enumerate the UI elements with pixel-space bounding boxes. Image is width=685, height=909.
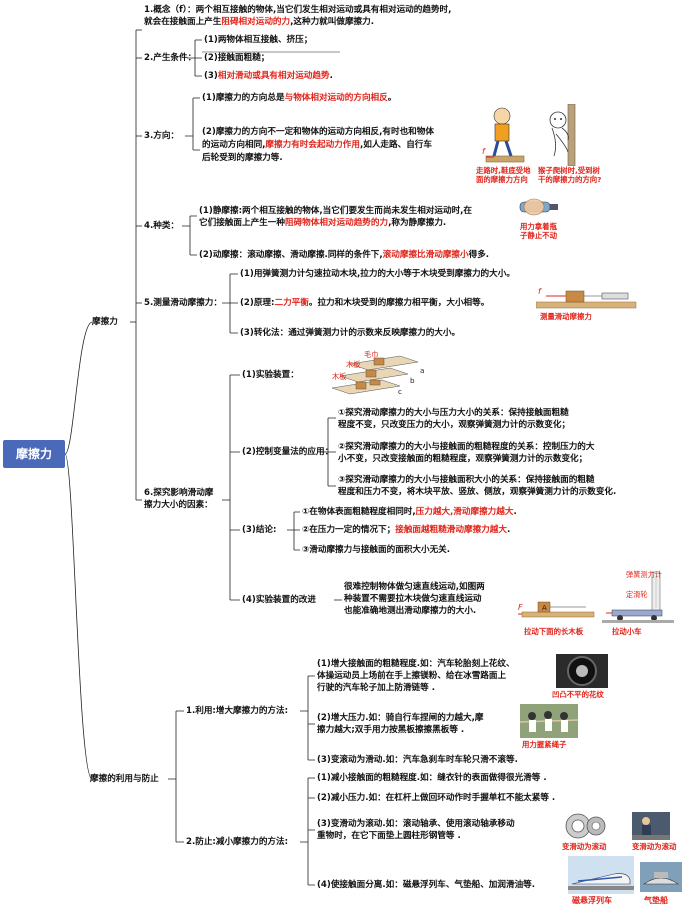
control-item-2-line1: ②探究滑动摩擦力的大小与接触面的粗糙程度的关系：控制压力的大 — [338, 442, 595, 452]
use-item-1-line1: (1)增大接触面的粗糙程度.如：汽车轮胎刻上花纹、 — [317, 659, 515, 669]
condition-item-1: (1)两物体相互接触、挤压； — [204, 35, 313, 45]
ball-bearing-image — [565, 813, 606, 839]
rolling-heavy-object-image — [632, 812, 670, 840]
caption-walk-line1: 走路时,鞋底受地 — [476, 166, 531, 175]
improve-text-line1: 很难控制物体做匀速直线运动,如图两 — [344, 582, 485, 592]
control-item-3-line1: ③探究滑动摩擦力的大小与接触面积大小的关系：保持接触面的粗糙 — [338, 475, 595, 485]
caption-train: 磁悬浮列车 — [572, 896, 612, 905]
root-to-branch1 — [64, 321, 93, 455]
use-label: 1.利用:增大摩擦力的方法: — [186, 706, 289, 716]
prevent-item-1: (1)减小接触面的粗糙程度.如：缝衣针的表面做得很光滑等 . — [317, 773, 547, 783]
device-tag-towel: 毛巾 — [364, 350, 379, 359]
maglev-train-image — [568, 856, 634, 894]
hovercraft-image — [640, 862, 682, 892]
direction-label: 3.方向： — [144, 131, 180, 141]
caption-pull-board: 拉动下面的长木板 — [524, 627, 584, 636]
caption-pull-cart: 拉动小车 — [612, 627, 642, 636]
device-tag-b: b — [410, 376, 415, 385]
measure-item-2: (2)原理:二力平衡。拉力和木块受到的摩擦力相平衡，大小相等。 — [240, 298, 490, 308]
improve-text-line3: 也能准确地测出滑动摩擦力的大小. — [344, 606, 477, 616]
prevent-item-3-line1: (3)变滑动为滚动.如：滚动轴承、使用滚动轴承移动 — [317, 819, 515, 829]
static-friction-line1: (1)静摩擦:两个相互接触的物体,当它们要发生而尚未发生相对运动时,在 — [199, 206, 473, 216]
conclusion-label: (3)结论: — [242, 525, 277, 535]
measure-item-3: (3)转化法：通过弹簧测力计的示数来反映摩擦力的大小。 — [240, 328, 461, 338]
hand-holding-bottle-illustration — [519, 198, 558, 216]
branch-friction-label: 摩擦力 — [92, 317, 118, 327]
use-item-2-line2: 擦力越大;双手用力按黑板擦擦黑板等 . — [317, 725, 465, 735]
condition-item-2: (2)接触面粗糙； — [204, 53, 270, 63]
device-tag-a: a — [420, 366, 425, 375]
concept-line1: 1.概念（f）：两个相互接触的物体,当它们发生相对运动或具有相对运动的趋势时, — [144, 5, 452, 15]
caption-bearing: 变滑动为滚动 — [562, 842, 607, 851]
experiment-label-line2: 擦力大小的因素： — [144, 500, 213, 510]
svg-text:f: f — [482, 147, 486, 156]
svg-text:F: F — [518, 603, 523, 612]
root-to-branch2 — [64, 453, 93, 780]
experiment-label-line1: 6.探究影响滑动摩 — [144, 488, 214, 498]
control-item-2-line2: 小不变，只改变接触面的粗糙程度，观察弹簧测力计的示数变化； — [338, 454, 588, 464]
branch-use-prevent-label: 摩擦的利用与防止 — [90, 774, 159, 784]
root-node: 摩擦力 — [3, 440, 65, 468]
device-label: (1)实验装置： — [242, 370, 299, 380]
svg-text:A: A — [542, 604, 547, 612]
caption-monkey-line1: 猴子爬树时,受到树 — [538, 166, 600, 175]
kinetic-friction: (2)动摩擦：滚动摩擦、滑动摩擦.同样的条件下,滚动摩擦比滑动摩擦小得多. — [199, 250, 490, 260]
control-variable-label: (2)控制变量法的应用： — [242, 447, 334, 457]
walking-person-illustration: f — [482, 107, 525, 163]
control-item-1-line1: ①探究滑动摩擦力的大小与压力大小的关系：保持接触面粗糙 — [338, 408, 569, 418]
caption-rope: 用力握紧绳子 — [522, 740, 567, 749]
conditions-label: 2.产生条件： — [144, 53, 197, 63]
measure-friction-illustration: f — [536, 287, 637, 309]
caption-hovercraft: 气垫船 — [644, 896, 668, 905]
caption-walk-line2: 面的摩擦力方向 — [476, 175, 528, 184]
pull-cart-illustration — [602, 571, 674, 623]
tire-tread-image — [556, 654, 608, 688]
use-item-1-line2: 体操运动员上场前在手上擦镁粉、给在冰雪路面上 — [317, 671, 507, 681]
direction-item-1: (1)摩擦力的方向总是与物体相对运动的方向相反。 — [202, 93, 397, 103]
tug-of-war-image — [520, 704, 578, 738]
control-item-3-line2: 程度和压力不变，将木块平放、竖放、侧放，观察弹簧测力计的示数变化. — [338, 487, 617, 497]
control-item-1-line2: 程度不变，只改变压力的大小，观察弹簧测力计的示数变化； — [338, 420, 571, 430]
caption-bottle-line2: 子静止不动 — [520, 231, 557, 240]
svg-text:f: f — [538, 287, 542, 296]
prevent-item-3-line2: 重物时，在它下面垫上圆柱形钢管等 . — [317, 831, 461, 841]
use-item-3: (3)变滚动为滑动.如：汽车急刹车时车轮只滑不滚等. — [317, 755, 518, 765]
direction-item-2-line1: (2)摩擦力的方向不一定和物体的运动方向相反,有时也和物体 — [202, 127, 434, 137]
concept-line2: 就会在接触面上产生阻碍相对运动的力,这种力就叫做摩擦力. — [144, 17, 374, 27]
improve-text-line2: 种装置不需要拉木块做匀速直线运动 — [344, 594, 482, 604]
conclusion-2: ②在压力一定的情况下；接触面越粗糙滑动摩擦力越大. — [302, 525, 511, 535]
measure-item-1: (1)用弹簧测力计匀速拉动木块,拉力的大小等于木块受到摩擦力的大小。 — [240, 269, 515, 279]
device-tag-c: c — [398, 387, 402, 396]
prevent-item-2: (2)减小压力.如：在杠杆上做回环动作时手握单杠不能太紧等 . — [317, 793, 556, 803]
improve-label: (4)实验装置的改进 — [242, 595, 316, 605]
use-item-2-line1: (2)增大压力.如：骑自行车捏闸的力越大,摩 — [317, 713, 484, 723]
caption-person: 变滑动为滚动 — [632, 842, 677, 851]
tag-pulley: 定滑轮 — [626, 590, 648, 599]
use-item-1-line3: 行驶的汽车轮子加上防滑链等 . — [317, 683, 435, 693]
device-tag-board-2: 木板 — [332, 372, 347, 381]
conclusion-1: ①在物体表面粗糙程度相同时,压力越大,滑动摩擦力越大. — [302, 507, 517, 517]
prevent-item-4: (4)使接触面分离.如：磁悬浮列车、气垫船、加润滑油等. — [317, 880, 536, 890]
direction-item-2-line2: 的运动方向相同,摩擦力有时会起动力作用,如人走路、自行车 — [202, 140, 432, 150]
types-label: 4.种类： — [144, 221, 180, 231]
device-tag-board-1: 木板 — [346, 360, 361, 369]
monkey-climbing-illustration — [549, 104, 576, 166]
measure-label: 5.测量滑动摩擦力： — [144, 298, 222, 308]
condition-item-3: (3)相对滑动或具有相对运动趋势. — [204, 71, 333, 81]
prevent-label: 2.防止:减小摩擦力的方法: — [186, 837, 289, 847]
caption-monkey-line2: 干的摩擦力的方向? — [538, 175, 602, 184]
pull-board-illustration: F A — [518, 601, 595, 618]
tag-spring-scale: 弹簧测力计 — [626, 570, 662, 579]
caption-tire: 凹凸不平的花纹 — [552, 690, 604, 699]
conclusion-3: ③滑动摩擦力与接触面的面积大小无关. — [302, 545, 451, 555]
caption-measure: 测量滑动摩擦力 — [540, 312, 592, 321]
experiment-device-illustration — [331, 355, 419, 395]
direction-item-2-line3: 后轮受到的摩擦力等. — [202, 153, 283, 163]
caption-bottle-line1: 用力拿着瓶 — [520, 222, 557, 231]
static-friction-line2: 它们接触面上产生一种阻碍物体相对运动趋势的力,称为静摩擦力. — [199, 218, 447, 228]
